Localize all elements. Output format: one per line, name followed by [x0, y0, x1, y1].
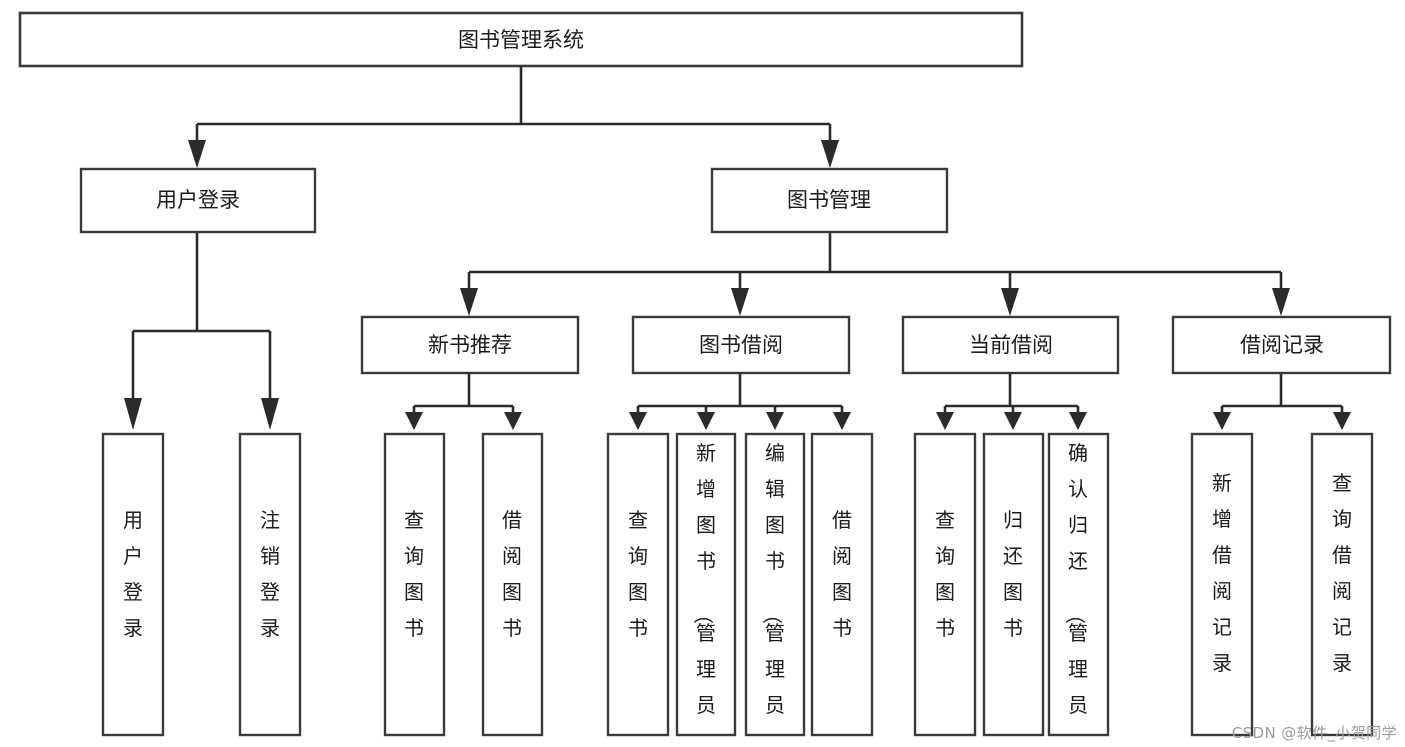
node-leaf-cur-query-book[interactable]: 查询图书: [913, 432, 977, 737]
connector-group-current-borrow: [936, 373, 1087, 430]
node-leaf-logout-login-label: 注销登录: [260, 508, 280, 640]
arrow-head-leaf-borrow-query-book: [629, 412, 647, 430]
arrow-head-leaf-cur-return-book: [1004, 412, 1022, 430]
arrow-head-leaf-borrow-edit-book: [766, 412, 784, 430]
node-borrow-record-box[interactable]: [1171, 315, 1392, 375]
arrow-head-book-manage: [821, 140, 839, 168]
arrow-head-book-borrow: [731, 288, 749, 316]
node-leaf-cur-return-book-box[interactable]: [982, 432, 1045, 737]
node-leaf-borrow-query-book-box[interactable]: [606, 432, 670, 737]
node-current-borrow-box[interactable]: [901, 315, 1120, 375]
node-leaf-user-login[interactable]: 用户登录: [101, 432, 165, 737]
node-leaf-rec-query-book-label: 查询图书: [404, 508, 424, 640]
node-leaf-borrow-borrow-book[interactable]: 借阅图书: [810, 432, 874, 737]
node-leaf-cur-return-book-label: 归还图书: [1003, 508, 1023, 640]
node-leaf-rec-query-record-box[interactable]: [1310, 432, 1374, 737]
node-book-manage-label: 图书管理: [787, 188, 871, 212]
arrow-head-borrow-record: [1272, 288, 1290, 316]
arrow-head-new-book-rec: [460, 288, 478, 316]
node-leaf-rec-query-book[interactable]: 查询图书: [383, 432, 446, 737]
node-book-borrow-label: 图书借阅: [699, 333, 783, 357]
node-root[interactable]: 图书管理系统: [18, 11, 1024, 68]
node-leaf-rec-query-record[interactable]: 查询借阅记录: [1310, 432, 1374, 737]
node-leaf-rec-borrow-book[interactable]: 借阅图书: [481, 432, 544, 737]
node-leaf-user-login-box[interactable]: [101, 432, 165, 737]
arrow-head-leaf-user-login: [124, 398, 142, 430]
arrow-head-leaf-borrow-add-book: [697, 412, 715, 430]
arrow-head-leaf-cur-confirm-return: [1069, 412, 1087, 430]
node-leaf-cur-query-book-label: 查询图书: [935, 508, 955, 640]
connector-group-user-login: [124, 232, 279, 430]
node-leaf-borrow-query-book[interactable]: 查询图书: [606, 432, 670, 737]
node-leaf-cur-confirm-return-box[interactable]: [1047, 432, 1110, 737]
node-book-borrow[interactable]: 图书借阅: [631, 315, 851, 375]
node-user-login-label: 用户登录: [156, 188, 240, 212]
connector-group-root: [188, 66, 839, 168]
node-leaf-rec-query-book-box[interactable]: [383, 432, 446, 737]
node-current-borrow-label: 当前借阅: [969, 333, 1053, 357]
connector-group-book-borrow: [629, 373, 851, 430]
node-leaf-borrow-edit-book-label: 编辑图书（管理员）: [760, 441, 785, 747]
node-leaf-borrow-add-book-box[interactable]: [675, 432, 737, 737]
node-leaf-rec-query-record-label: 查询借阅记录: [1332, 471, 1352, 675]
arrow-head-user-login: [188, 140, 206, 168]
node-user-login-box[interactable]: [79, 167, 317, 234]
node-new-book-rec-box[interactable]: [360, 315, 580, 375]
node-leaf-rec-add-record-box[interactable]: [1190, 432, 1254, 737]
node-root-box[interactable]: [18, 11, 1024, 68]
node-leaf-rec-borrow-book-box[interactable]: [481, 432, 544, 737]
arrow-head-leaf-rec-add-record: [1213, 412, 1231, 430]
arrow-head-leaf-logout-login: [261, 398, 279, 430]
node-leaf-borrow-edit-book[interactable]: 编辑图书（管理员）: [744, 432, 806, 747]
node-leaf-cur-confirm-return[interactable]: 确认归还（管理员）: [1047, 432, 1110, 747]
node-leaf-rec-borrow-book-label: 借阅图书: [502, 508, 522, 640]
node-new-book-rec-label: 新书推荐: [428, 333, 512, 357]
node-leaf-logout-login-box[interactable]: [238, 432, 302, 737]
arrow-head-leaf-borrow-borrow-book: [833, 412, 851, 430]
node-book-borrow-box[interactable]: [631, 315, 851, 375]
node-current-borrow[interactable]: 当前借阅: [901, 315, 1120, 375]
arrow-head-current-borrow: [1001, 288, 1019, 316]
node-leaf-cur-confirm-return-label: 确认归还（管理员）: [1063, 441, 1088, 747]
node-root-label: 图书管理系统: [458, 28, 584, 52]
node-leaf-borrow-edit-book-box[interactable]: [744, 432, 806, 737]
arrow-head-leaf-rec-borrow-book: [504, 412, 522, 430]
node-book-manage-box[interactable]: [710, 167, 949, 234]
node-leaf-rec-add-record-label: 新增借阅记录: [1212, 471, 1232, 675]
node-borrow-record[interactable]: 借阅记录: [1171, 315, 1392, 375]
connector-group-borrow-record: [1213, 373, 1351, 430]
arrow-head-leaf-rec-query-book: [405, 412, 423, 430]
node-borrow-record-label: 借阅记录: [1240, 333, 1324, 357]
node-leaf-user-login-label: 用户登录: [123, 508, 143, 640]
node-leaf-rec-add-record[interactable]: 新增借阅记录: [1190, 432, 1254, 737]
node-leaf-borrow-query-book-label: 查询图书: [628, 508, 648, 640]
node-new-book-rec[interactable]: 新书推荐: [360, 315, 580, 375]
connector-group-book-manage: [460, 232, 1290, 316]
node-leaf-borrow-add-book[interactable]: 新增图书（管理员）: [675, 432, 737, 747]
connector-group-new-book-rec: [405, 373, 522, 430]
node-leaf-borrow-add-book-label: 新增图书（管理员）: [691, 441, 716, 747]
arrow-head-leaf-rec-query-record: [1333, 412, 1351, 430]
node-leaf-cur-query-book-box[interactable]: [913, 432, 977, 737]
node-user-login[interactable]: 用户登录: [79, 167, 317, 234]
node-leaf-cur-return-book[interactable]: 归还图书: [982, 432, 1045, 737]
node-leaf-borrow-borrow-book-box[interactable]: [810, 432, 874, 737]
node-leaf-borrow-borrow-book-label: 借阅图书: [832, 508, 852, 640]
node-book-manage[interactable]: 图书管理: [710, 167, 949, 234]
node-leaf-logout-login[interactable]: 注销登录: [238, 432, 302, 737]
arrow-head-leaf-cur-query-book: [936, 412, 954, 430]
